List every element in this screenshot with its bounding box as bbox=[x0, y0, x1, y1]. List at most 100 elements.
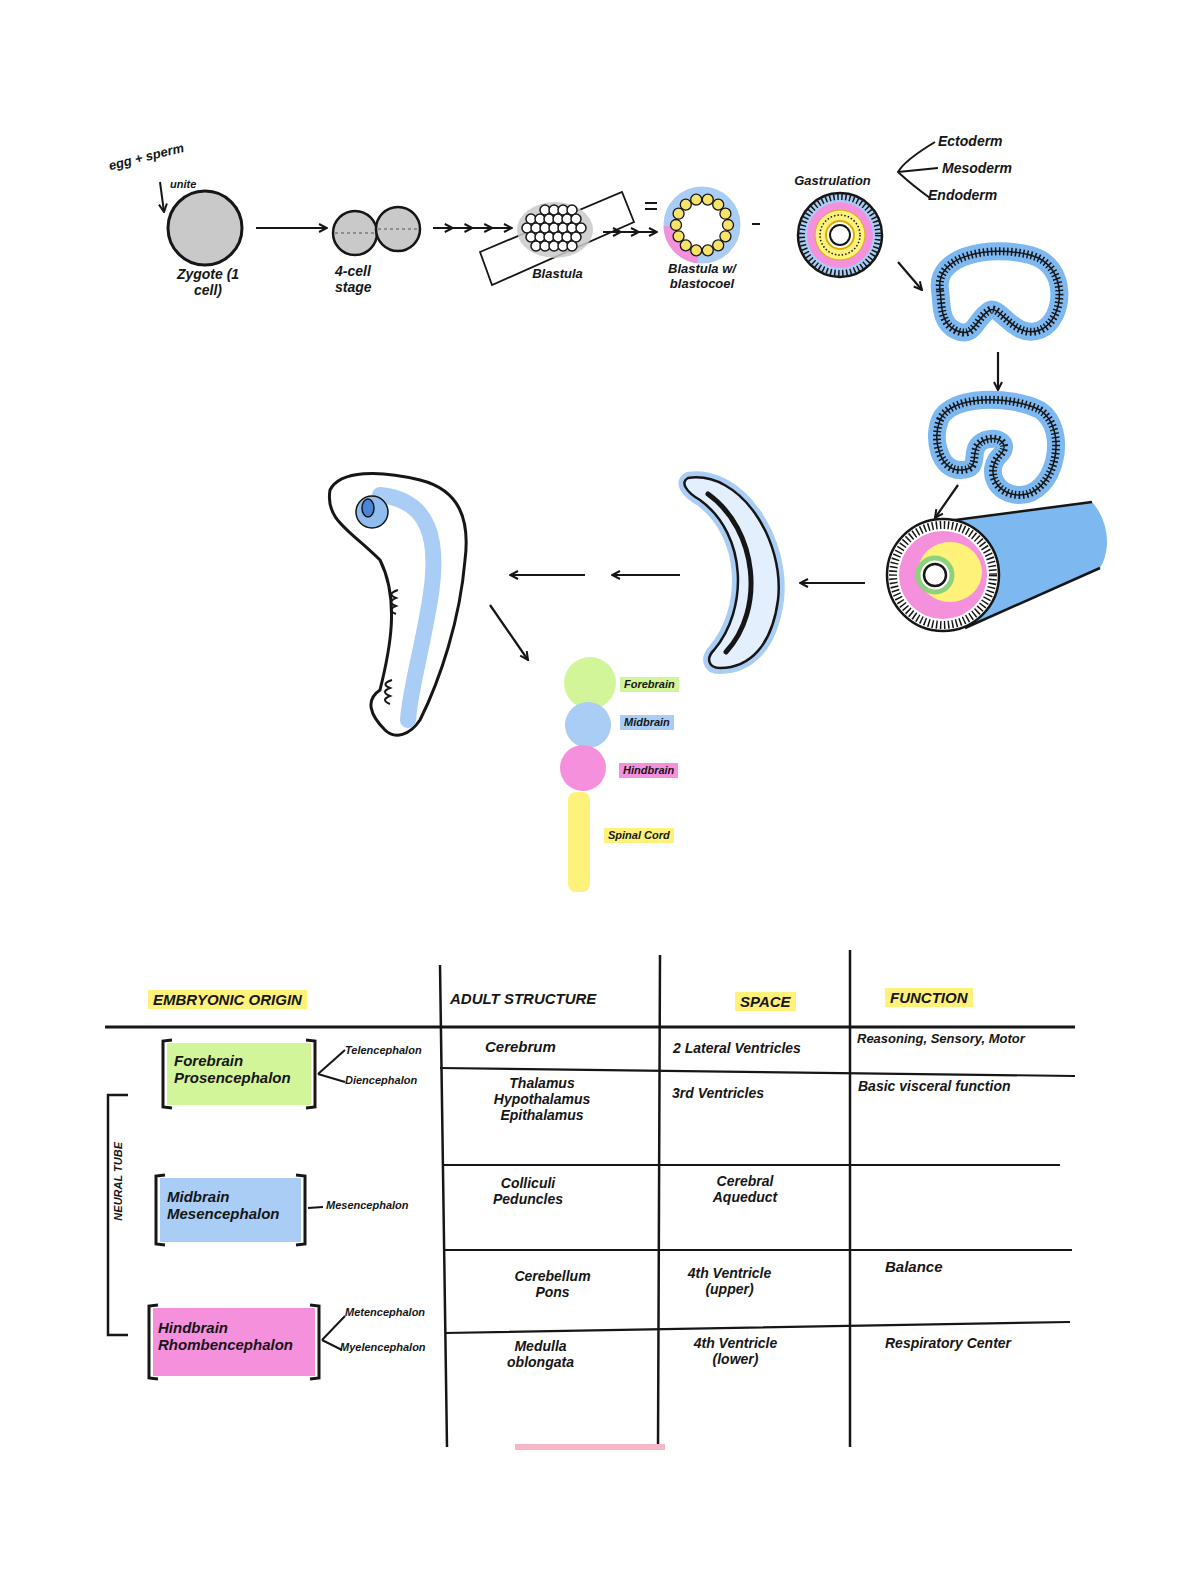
origin-box: Midbrain Mesencephalon bbox=[153, 1173, 308, 1247]
blastomere bbox=[567, 241, 577, 251]
subdivision-label: Diencephalon bbox=[345, 1074, 417, 1087]
node-text: Blastula bbox=[515, 267, 600, 282]
germ-layer-label: Mesoderm bbox=[942, 160, 1012, 176]
table-cell: Balance bbox=[885, 1258, 943, 1275]
cell-circle bbox=[333, 211, 377, 255]
table-rule bbox=[105, 1026, 1075, 1029]
blastula-frame bbox=[480, 192, 634, 285]
node-text: Zygote (1 cell) bbox=[173, 266, 243, 298]
node-text: Spinal Cord bbox=[604, 828, 674, 843]
gut-lumen-outline bbox=[830, 225, 850, 245]
neural-fold-hatch bbox=[937, 400, 1056, 495]
note-label: unite bbox=[170, 178, 196, 191]
blastomere bbox=[671, 220, 682, 231]
origin-fill bbox=[167, 1043, 311, 1105]
node-text: Hindbrain Rhombencephalon bbox=[158, 1319, 310, 1354]
gastrula-section: Gastrulation bbox=[770, 170, 895, 285]
node-text: Forebrain bbox=[620, 677, 679, 692]
table-header: SPACE bbox=[735, 992, 796, 1011]
equals-sign bbox=[645, 203, 657, 209]
endoderm-hatch bbox=[820, 215, 860, 255]
neural-tube-bracket bbox=[108, 1095, 128, 1335]
endoderm-ring bbox=[918, 542, 982, 602]
blastomere bbox=[720, 231, 731, 242]
mesoderm-ring bbox=[899, 531, 987, 619]
table-cell: Medulla oblongata bbox=[488, 1338, 593, 1370]
tube-hatch bbox=[893, 525, 993, 625]
cell-circle bbox=[376, 207, 420, 251]
node-text: Blastula w/ blastocoel bbox=[666, 262, 738, 292]
brain-vesicle bbox=[565, 702, 611, 748]
embryo-eye bbox=[356, 496, 388, 528]
origin-fill bbox=[153, 1308, 315, 1376]
origin-fill bbox=[160, 1178, 301, 1242]
table-cell: 4th Ventricle (lower) bbox=[678, 1335, 793, 1367]
node-text: Gastrulation bbox=[770, 174, 895, 189]
table-row-line bbox=[440, 1068, 1075, 1333]
neural-fold-glow bbox=[937, 400, 1056, 495]
blastomere bbox=[713, 240, 724, 251]
table-header: ADULT STRUCTURE bbox=[450, 990, 596, 1007]
neural-lumen bbox=[918, 558, 952, 592]
neural-groove bbox=[708, 494, 751, 652]
embryo-lens bbox=[362, 499, 374, 517]
embryo-outline bbox=[329, 473, 466, 735]
stage-arrow bbox=[612, 574, 680, 576]
ectoderm-hatch bbox=[802, 197, 878, 273]
endoderm-ring bbox=[815, 210, 865, 260]
node-text: Forebrain Prosencephalon bbox=[174, 1052, 306, 1087]
node-text: Hindbrain bbox=[619, 763, 678, 778]
germ-layer-label: Endoderm bbox=[928, 187, 997, 203]
stage-arrow bbox=[510, 574, 585, 576]
table-cell: 4th Ventricle (upper) bbox=[672, 1265, 787, 1297]
table-cell: 3rd Ventricles bbox=[672, 1085, 764, 1101]
folding-embryo-hatch bbox=[940, 251, 1060, 332]
crescent-glow bbox=[684, 477, 778, 668]
spinal-cord: Spinal Cord bbox=[562, 788, 692, 892]
blastomere bbox=[673, 208, 684, 219]
table-cell: Thalamus Hypothalamus Epithalamus bbox=[482, 1075, 602, 1123]
blastomere bbox=[680, 240, 691, 251]
blastocoel-ring: Blastula w/ blastocoel bbox=[660, 190, 745, 315]
node-text: Midbrain Mesencephalon bbox=[167, 1188, 297, 1223]
gut-lumen bbox=[826, 221, 854, 249]
blastomere bbox=[702, 245, 713, 256]
crescent-embryo bbox=[684, 477, 778, 668]
blastomere bbox=[720, 208, 731, 219]
table-cell: Cerebral Aqueduct bbox=[690, 1173, 800, 1205]
brain-vesicle bbox=[560, 745, 606, 791]
somite-marks bbox=[385, 590, 398, 704]
table-header: FUNCTION bbox=[885, 988, 973, 1007]
blastomere bbox=[680, 199, 691, 210]
stage-arrow bbox=[490, 605, 528, 660]
blastomere bbox=[713, 199, 724, 210]
cell-mass bbox=[517, 202, 593, 258]
table-header: EMBRYONIC ORIGIN bbox=[148, 990, 307, 1009]
blastomere bbox=[673, 231, 684, 242]
four-cell-stage: 4-cell stage bbox=[330, 203, 430, 303]
union-arrow bbox=[160, 182, 164, 212]
node-shape bbox=[660, 190, 745, 315]
subdivision-label: Mesencephalon bbox=[326, 1199, 409, 1212]
spinal-cord-shape bbox=[568, 792, 590, 892]
ectoderm-ring bbox=[798, 193, 882, 277]
midbrain-vesicle: Midbrain bbox=[564, 703, 694, 749]
note-label: egg + sperm bbox=[107, 141, 185, 174]
table-cell: Reasoning, Sensory, Motor bbox=[857, 1032, 1025, 1047]
hindbrain-vesicle: Hindbrain bbox=[559, 745, 694, 791]
blastomere bbox=[702, 194, 713, 205]
tube-end bbox=[887, 519, 999, 631]
subdivision-label: Telencephalon bbox=[345, 1044, 422, 1057]
neural-lumen-outline bbox=[924, 564, 946, 586]
germ-layer-label: Ectoderm bbox=[938, 133, 1003, 149]
node-text: Midbrain bbox=[620, 715, 674, 730]
mesoderm-ring bbox=[807, 202, 873, 268]
folding-embryo-outline bbox=[940, 251, 1060, 332]
blastomere bbox=[691, 245, 702, 256]
zygote-cell: Zygote (1 cell) bbox=[163, 188, 253, 308]
table-cell: Cerebellum Pons bbox=[500, 1268, 605, 1300]
embryo-neural-tube bbox=[380, 495, 433, 720]
stage-arrow bbox=[256, 227, 327, 229]
forebrain-vesicle: Forebrain bbox=[562, 656, 692, 710]
